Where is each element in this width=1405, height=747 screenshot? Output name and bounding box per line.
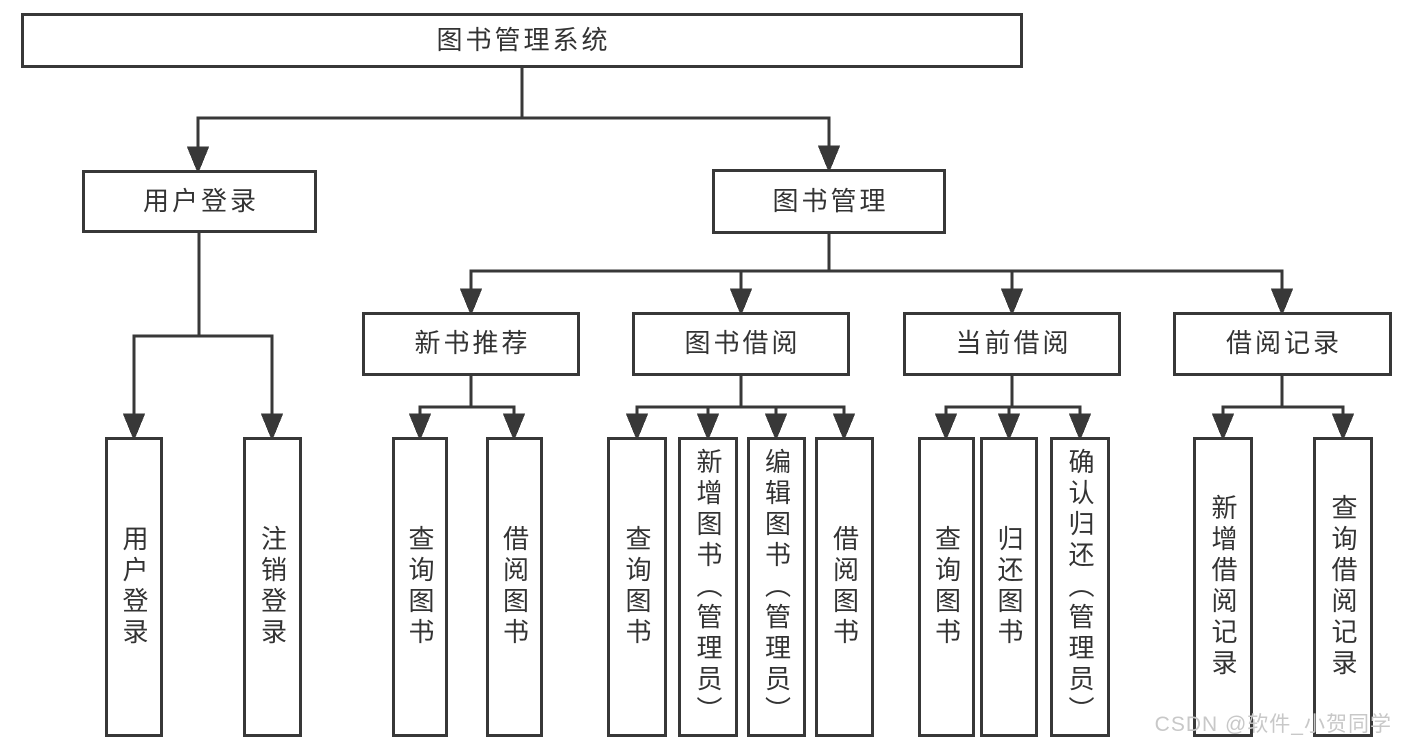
node-book-management: 图书管理 <box>712 169 946 234</box>
arrowhead <box>1000 288 1024 316</box>
node-label: 借阅图书 <box>829 525 860 649</box>
leaf-edit-book-admin: 编辑图书（管理员） <box>747 437 806 737</box>
node-current-borrow: 当前借阅 <box>903 312 1121 376</box>
connector-current-borrow-children <box>934 376 1092 441</box>
arrowhead <box>122 413 146 441</box>
arrowhead <box>625 413 649 441</box>
leaf-query-book-borrow: 查询图书 <box>607 437 667 737</box>
node-label: 确认归还（管理员） <box>1065 447 1095 727</box>
node-label: 当前借阅 <box>955 328 1072 359</box>
node-label: 查询图书 <box>931 525 962 649</box>
node-label: 查询借阅记录 <box>1328 494 1358 680</box>
arrowhead <box>997 413 1021 441</box>
arrowhead <box>934 413 958 441</box>
connector-user-login-children <box>122 233 284 441</box>
arrowhead <box>729 288 753 316</box>
leaf-confirm-return-admin: 确认归还（管理员） <box>1050 437 1110 737</box>
leaf-add-book-admin: 新增图书（管理员） <box>678 437 738 737</box>
leaf-query-book-current: 查询图书 <box>918 437 975 737</box>
arrowhead <box>1270 288 1294 316</box>
node-label: 查询图书 <box>405 525 435 649</box>
node-label: 图书管理 <box>772 185 889 216</box>
node-label: 编辑图书（管理员） <box>761 447 792 727</box>
connector-new-book-children <box>408 376 526 441</box>
leaf-borrow-book-recommend: 借阅图书 <box>486 437 543 737</box>
arrowhead <box>696 413 720 441</box>
arrowhead <box>408 413 432 441</box>
node-borrow-record: 借阅记录 <box>1173 312 1392 376</box>
connector-borrow-record-children <box>1211 376 1355 441</box>
node-label: 借阅记录 <box>1225 328 1342 359</box>
arrowhead <box>1211 413 1235 441</box>
node-new-book-recommend: 新书推荐 <box>362 312 580 376</box>
node-user-login: 用户登录 <box>82 170 317 233</box>
leaf-logout: 注销登录 <box>243 437 302 737</box>
leaf-query-borrow-record: 查询借阅记录 <box>1313 437 1373 737</box>
node-label: 用户登录 <box>119 525 149 649</box>
leaf-borrow-book: 借阅图书 <box>815 437 874 737</box>
node-label: 图书管理系统 <box>436 24 611 55</box>
node-label: 新书推荐 <box>414 328 531 359</box>
node-label: 归还图书 <box>994 525 1024 649</box>
csdn-watermark: CSDN @软件_小贺同学 <box>1154 713 1392 736</box>
node-label: 图书借阅 <box>684 328 801 359</box>
leaf-user-login: 用户登录 <box>105 437 163 737</box>
node-book-borrow: 图书借阅 <box>632 312 850 376</box>
arrowhead <box>459 288 483 316</box>
node-label: 查询图书 <box>622 525 652 649</box>
arrowhead <box>817 145 841 173</box>
connector-book-mgmt-children <box>459 234 1294 316</box>
node-label: 注销登录 <box>257 525 288 649</box>
node-library-management-system: 图书管理系统 <box>21 13 1023 68</box>
arrowhead <box>1331 413 1355 441</box>
node-label: 新增图书（管理员） <box>693 447 723 727</box>
arrowhead <box>186 146 210 174</box>
node-label: 用户登录 <box>142 185 259 216</box>
connector-root-to-level1 <box>186 68 841 174</box>
node-label: 借阅图书 <box>499 525 530 649</box>
leaf-add-borrow-record: 新增借阅记录 <box>1193 437 1253 737</box>
leaf-return-book: 归还图书 <box>980 437 1038 737</box>
arrowhead <box>1068 413 1092 441</box>
node-label: 新增借阅记录 <box>1208 494 1238 680</box>
arrowhead <box>260 413 284 441</box>
arrowhead <box>832 413 856 441</box>
arrowhead <box>764 413 788 441</box>
arrowhead <box>502 413 526 441</box>
leaf-query-book-recommend: 查询图书 <box>392 437 448 737</box>
connector-book-borrow-children <box>625 376 856 441</box>
